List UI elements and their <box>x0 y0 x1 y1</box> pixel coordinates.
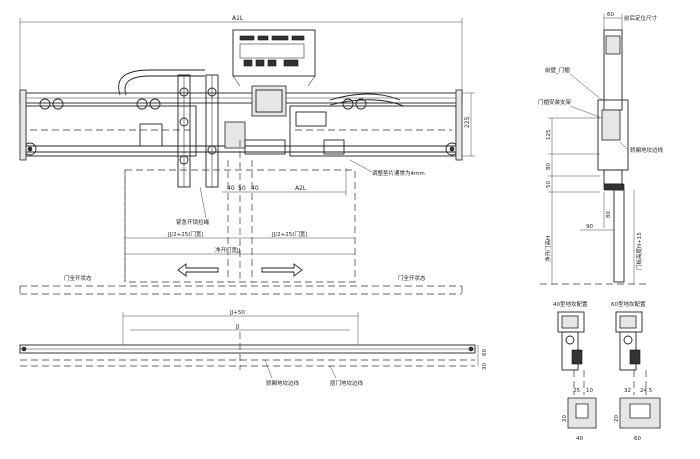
plan-view: JJ+50 JJ 60 30 轿厢地坎边线 层门地坎边线 <box>19 310 488 387</box>
dim-20a-label: 20 <box>562 415 568 422</box>
hanger-bracket-label: 门楣安装支架 <box>538 98 572 106</box>
dim-225-label: 225 <box>464 116 471 128</box>
sill-profile-60 <box>619 397 661 429</box>
landing-sill-line-label: 层门地坎边线 <box>330 379 364 387</box>
full-open-label-right: 门全开状态 <box>398 274 426 282</box>
dim-jj-label: JJ <box>235 324 240 330</box>
detail-40-title: 40型地坎配置 <box>553 300 588 308</box>
dim-60-side-label: 60 <box>607 12 614 18</box>
dim-40-detail-label: 40 <box>576 436 583 442</box>
dim-50-label: 50 <box>238 185 246 192</box>
dim-90-label: 90 <box>586 224 593 230</box>
cable-loop-left <box>118 69 205 96</box>
cable-loop-right <box>329 93 401 101</box>
dim-60-detail-label: 60 <box>634 436 641 442</box>
dim-80b-label: 80 <box>606 211 612 218</box>
dim-245-label: 24.5 <box>640 388 653 394</box>
door-motor <box>251 85 287 117</box>
left-hanger-plate <box>25 105 197 157</box>
arrow-right <box>261 263 303 277</box>
right-hanger-plate <box>289 105 457 157</box>
sill-detail-40: 40型地坎配置 25 10 20 40 <box>553 300 597 442</box>
clear-height-label: 净开门高H <box>544 236 552 262</box>
sill-profile-40 <box>567 397 597 429</box>
hanger-height-label: 门板高度H+15 <box>635 232 643 270</box>
dim-right-half-label: JJ/2+25(门宽) <box>271 230 308 238</box>
front-view: A1L <box>19 15 475 295</box>
dim-25-label: 25 <box>573 388 580 394</box>
emergency-release-label: 紧急开锁拉绳 <box>176 218 210 226</box>
dim-40a-label: 40 <box>227 185 235 192</box>
dim-50-side-label: 50 <box>546 181 552 188</box>
shim-note: 调整垫片通常为4mm <box>372 169 425 177</box>
dim-a1l-label: A1L <box>232 15 244 22</box>
dim-80a-label: 80 <box>546 163 552 170</box>
sill-detail-60: 60型地坎配置 32 24.5 20 60 <box>611 300 661 442</box>
side-sill-line-label: 轿厢地坎边线 <box>630 146 664 154</box>
detail-60-title: 60型地坎配置 <box>611 300 646 308</box>
controller-box <box>232 29 316 77</box>
dim-32-label: 32 <box>624 388 631 394</box>
dim-125-label: 125 <box>546 129 552 140</box>
dim-20b-label: 20 <box>614 415 620 422</box>
dim-30-plan-label: 30 <box>482 363 488 370</box>
side-view: 60 前后定位尺寸 前壁_门楣 门楣安装支架 125 80 50 轿厢地坎边线 … <box>538 12 664 285</box>
full-open-label-left: 门全开状态 <box>64 274 92 282</box>
lock-device <box>224 121 246 149</box>
front-limit-label: 前后定位尺寸 <box>624 14 658 22</box>
arrow-left <box>177 263 219 277</box>
clear-opening-label: 净开门宽JJ <box>215 246 241 254</box>
dim-60-plan-label: 60 <box>482 349 488 356</box>
dim-10-label: 10 <box>586 388 593 394</box>
side-door-panel <box>613 189 625 283</box>
car-sill-line-label: 轿厢地坎边线 <box>266 379 300 387</box>
dim-left-half-label: JJ/2+25(门宽) <box>167 230 204 238</box>
front-wall-label: 前壁_门楣 <box>545 66 570 74</box>
dim-jj50-label: JJ+50 <box>229 310 245 316</box>
dim-a2l-label: A2L <box>295 185 307 192</box>
dim-40b-label: 40 <box>251 185 259 192</box>
